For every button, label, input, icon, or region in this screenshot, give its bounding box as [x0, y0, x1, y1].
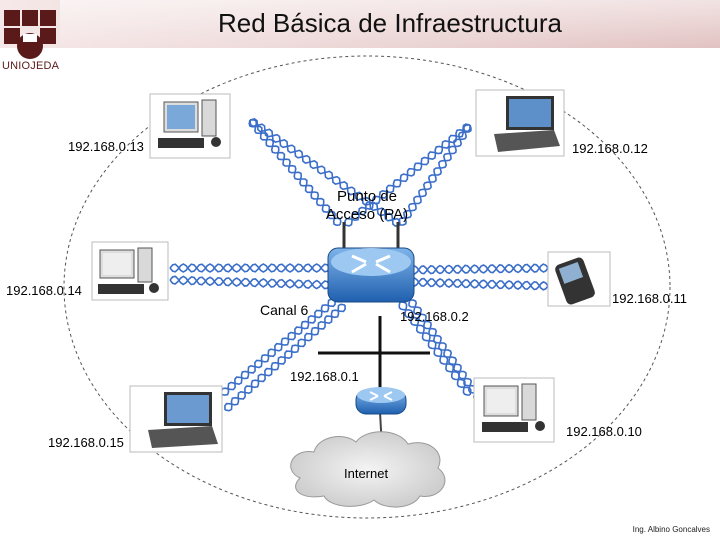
header-gradient [60, 0, 720, 48]
desktop-icon [91, 241, 169, 301]
desktop-icon [149, 93, 231, 159]
access-point-icon [327, 222, 415, 303]
router-ip-label: 192.168.0.1 [290, 369, 359, 384]
wireless-wave [249, 118, 341, 227]
wireless-wave [249, 118, 401, 227]
access-point-label-line1: Punto de [336, 188, 398, 205]
access-point-ip-label: 192.168.0.2 [400, 309, 469, 324]
pda-icon [547, 251, 611, 307]
internet-cloud-icon [290, 431, 446, 508]
network-boundary [63, 55, 671, 519]
wireless-wave [409, 263, 549, 275]
wired-link [318, 316, 430, 388]
wireless-wave [398, 124, 472, 226]
university-logo [4, 10, 56, 59]
wireless-wave [169, 275, 331, 290]
page-title: Red Básica de Infraestructura [218, 8, 562, 38]
client-ip-label: 192.168.0.12 [572, 141, 648, 156]
laptop-icon [129, 385, 223, 453]
desktop-icon [473, 377, 555, 443]
logo-text: UNIOJEDA [2, 60, 60, 72]
wireless-wave [409, 277, 549, 291]
wireless-wave [399, 301, 471, 396]
access-point-label: Punto de Acceso (PA) [302, 188, 432, 224]
client-ip-label: 192.168.0.10 [566, 424, 642, 439]
access-point-label-line2: Acceso (PA) [325, 206, 409, 223]
wireless-wave [214, 299, 336, 401]
client-ip-label: 192.168.0.11 [612, 291, 687, 306]
wireless-wave [169, 263, 331, 273]
channel-label: Canal 6 [260, 302, 309, 318]
wireless-wave [409, 299, 481, 401]
router-icon [355, 387, 407, 415]
wireless-wave [344, 124, 471, 226]
wireless-links [169, 118, 549, 412]
laptop-icon [475, 89, 565, 157]
internet-label: Internet [344, 466, 389, 481]
client-ip-label: 192.168.0.14 [6, 283, 82, 298]
client-ip-label: 192.168.0.13 [68, 139, 144, 154]
client-ip-label: 192.168.0.15 [48, 435, 124, 450]
wireless-wave [224, 304, 346, 411]
footer-credit: Ing. Albino Goncalves [632, 525, 710, 534]
